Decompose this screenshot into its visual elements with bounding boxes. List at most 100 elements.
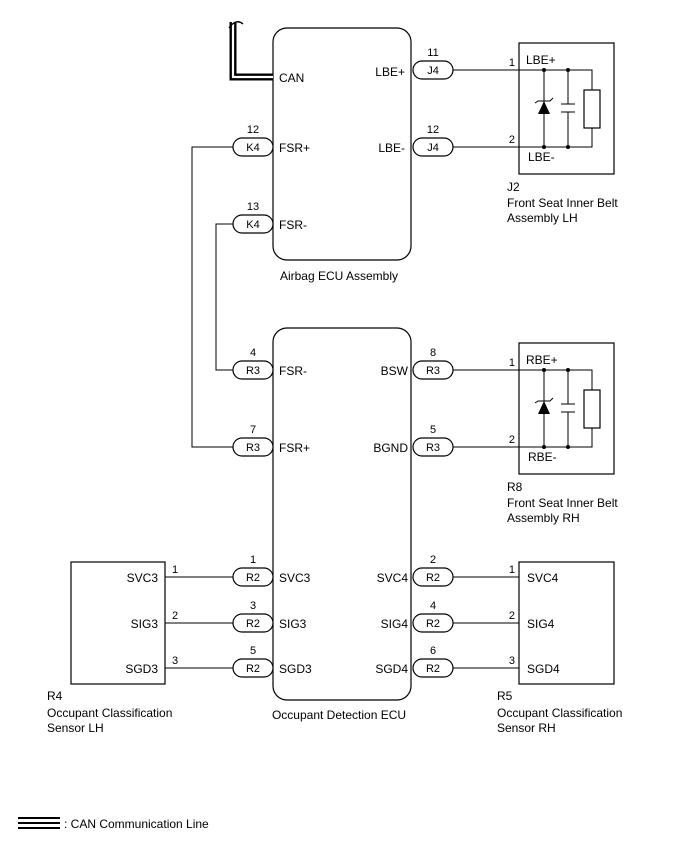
r5-terminal-svc4: SVC4: [527, 571, 559, 585]
connector-r2-svc4: R2 2: [412, 554, 454, 587]
r8-name-line2: Assembly RH: [507, 511, 580, 525]
pin-number: 4: [430, 600, 436, 612]
pin-number: 5: [430, 424, 436, 436]
connector-k4-fsr-minus: K4 13: [232, 201, 274, 234]
r4-code: R4: [47, 689, 63, 703]
connector-r2-svc3: R2 1: [232, 554, 274, 587]
connector-code: J4: [427, 142, 439, 154]
connector-code: R2: [426, 618, 440, 630]
connector-r2-sgd3: R2 5: [232, 645, 274, 678]
r5-name-line2: Sensor RH: [497, 721, 556, 735]
j2-name-line2: Assembly LH: [507, 211, 578, 225]
connector-k4-fsr-plus: K4 12: [232, 124, 274, 157]
connector-r2-sig3: R2 3: [232, 600, 274, 633]
connector-code: R2: [426, 572, 440, 584]
connector-j4-lbe-minus: J4 12: [412, 124, 454, 157]
pin-number: 5: [250, 645, 256, 657]
r4-box: [70, 561, 166, 685]
r8-terminal-rbe-plus: RBE+: [526, 353, 558, 367]
occupant-terminal-sig3: SIG3: [279, 617, 307, 631]
pin-number: 4: [250, 347, 256, 359]
occupant-terminal-sgd3: SGD3: [279, 662, 312, 676]
connector-code: J4: [427, 65, 439, 77]
r4-pin-2: 2: [172, 610, 178, 622]
connector-code: R2: [246, 618, 260, 630]
occupant-terminal-sig4: SIG4: [381, 617, 409, 631]
pin-number: 2: [430, 554, 436, 566]
resistor-symbol: [583, 89, 601, 129]
pin-number: 12: [427, 124, 439, 136]
connector-code: R2: [426, 663, 440, 675]
occupant-ecu-name: Occupant Detection ECU: [272, 708, 406, 722]
occupant-detection-ecu: FSR- FSR+ BSW BGND SVC3 SIG3 SGD3 SVC4 S…: [272, 327, 412, 722]
airbag-ecu-assembly: CAN LBE+ LBE- FSR+ FSR- Airbag ECU Assem…: [272, 27, 412, 283]
j2-terminal-lbe-plus: LBE+: [526, 53, 556, 67]
pin-number: 6: [430, 645, 436, 657]
r5-pin-3: 3: [509, 655, 515, 667]
occupant-terminal-fsr-plus: FSR+: [279, 441, 310, 455]
r8-pin-1: 1: [509, 357, 515, 369]
connector-j4-lbe-plus: J4 11: [412, 47, 454, 80]
connector-r3-fsr-plus: R3 7: [232, 424, 274, 457]
connector-code: R3: [426, 365, 440, 377]
airbag-terminal-can: CAN: [279, 71, 304, 85]
occupant-terminal-sgd4: SGD4: [375, 662, 408, 676]
pin-number: 1: [250, 554, 256, 566]
connector-r3-bgnd: R3 5: [412, 424, 454, 457]
r5-terminal-sgd4: SGD4: [527, 662, 560, 676]
r4-sensor-lh: SVC3 SIG3 SGD3 1 2 3 R4 Occupant Classif…: [47, 561, 178, 735]
resistor-symbol: [583, 389, 601, 429]
j2-code: J2: [507, 180, 520, 194]
connector-r3-bsw: R3 8: [412, 347, 454, 380]
r5-box: [518, 561, 615, 685]
r5-name-line1: Occupant Classification: [497, 706, 622, 720]
connector-r2-sig4: R2 4: [412, 600, 454, 633]
r4-name-line1: Occupant Classification: [47, 706, 172, 720]
r8-internal-circuit: [519, 368, 601, 449]
r4-terminal-svc3: SVC3: [127, 571, 159, 585]
connector-r3-fsr-minus: R3 4: [232, 347, 274, 380]
r5-pin-2: 2: [509, 610, 515, 622]
j2-belt-assembly-lh: 1 2 LBE+ LBE- J2 Front Seat Inner Belt A…: [507, 42, 618, 225]
airbag-terminal-lbe-plus: LBE+: [375, 65, 405, 79]
r4-terminal-sgd3: SGD3: [125, 662, 158, 676]
r4-pin-3: 3: [172, 655, 178, 667]
r5-sensor-rh: SVC4 SIG4 SGD4 1 2 3 R5 Occupant Classif…: [497, 561, 622, 735]
airbag-terminal-fsr-plus: FSR+: [279, 141, 310, 155]
pin-number: 13: [247, 201, 259, 213]
occupant-terminal-bsw: BSW: [381, 364, 409, 378]
r8-code: R8: [507, 480, 523, 494]
connector-code: K4: [246, 219, 259, 231]
r5-pin-1: 1: [509, 564, 515, 576]
pin-number: 3: [250, 600, 256, 612]
j2-pin-1: 1: [509, 57, 515, 69]
legend: : CAN Communication Line: [18, 817, 209, 831]
r8-pin-2: 2: [509, 434, 515, 446]
r4-terminal-sig3: SIG3: [131, 617, 159, 631]
r8-belt-assembly-rh: 1 2 RBE+ RBE- R8 Front Seat Inner Belt A…: [507, 342, 618, 525]
r4-name-line2: Sensor LH: [47, 721, 104, 735]
legend-label: : CAN Communication Line: [64, 817, 209, 831]
connector-code: R3: [246, 442, 260, 454]
occupant-ecu-box: [272, 327, 412, 701]
can-communication-line: [228, 21, 273, 81]
pin-number: 11: [427, 47, 438, 59]
connector-code: R2: [246, 572, 260, 584]
airbag-terminal-lbe-minus: LBE-: [378, 141, 405, 155]
occupant-terminal-fsr-minus: FSR-: [279, 364, 307, 378]
r8-terminal-rbe-minus: RBE-: [528, 450, 557, 464]
j2-name-line1: Front Seat Inner Belt: [507, 196, 618, 210]
occupant-terminal-svc3: SVC3: [279, 571, 311, 585]
connector-code: K4: [246, 142, 259, 154]
connector-r2-sgd4: R2 6: [412, 645, 454, 678]
j2-internal-circuit: [519, 68, 601, 149]
connector-code: R3: [246, 365, 260, 377]
r5-terminal-sig4: SIG4: [527, 617, 555, 631]
pin-number: 8: [430, 347, 436, 359]
r5-code: R5: [497, 689, 513, 703]
pin-number: 12: [247, 124, 259, 136]
wires: [165, 69, 519, 669]
connector-code: R3: [426, 442, 440, 454]
occupant-terminal-bgnd: BGND: [373, 441, 408, 455]
